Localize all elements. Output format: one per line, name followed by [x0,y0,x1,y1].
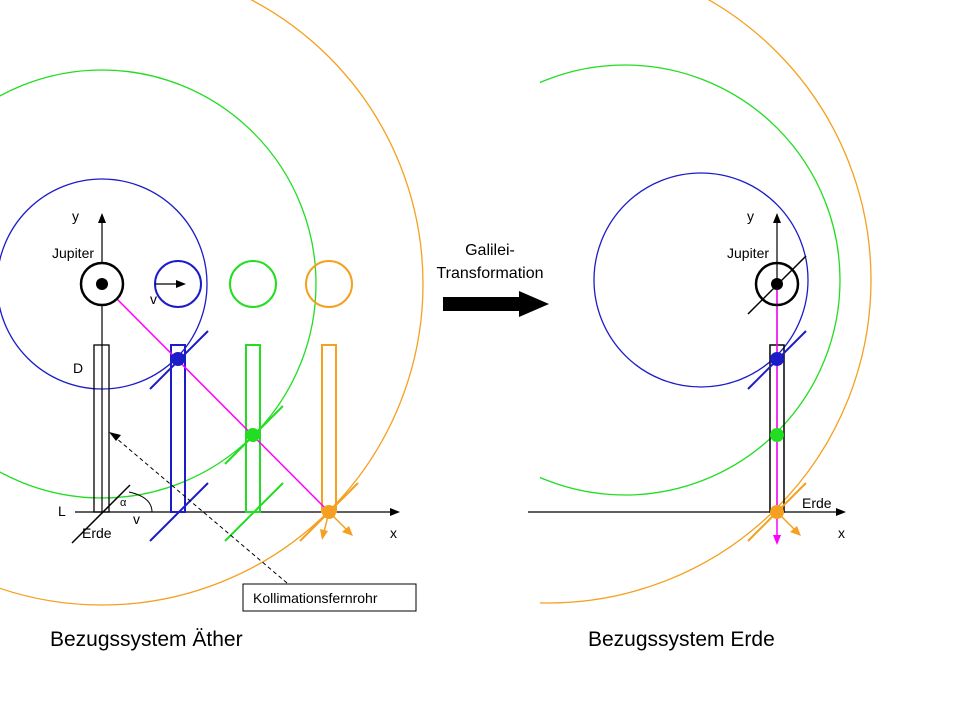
left-angle-arc [128,491,153,513]
right-jupiter-symbol [754,261,800,307]
left-length-label: L [58,503,66,519]
left-x-label: x [390,525,397,541]
left-telescope-orange [321,344,337,513]
right-light-arrowhead [773,535,781,545]
left-reflect-arrowhead-2 [320,529,328,540]
left-velocity-bottom-label: v [133,511,140,527]
transformation-line-1: Galilei- [465,242,515,259]
left-velocity-arrowhead [176,280,186,288]
left-x-axis-arrowhead [390,508,400,516]
left-y-label: y [72,208,79,224]
left-telescope-label: Kollimationsfernrohr [253,590,378,606]
left-mirror-black [71,484,131,544]
right-caption: Bezugssystem Erde [588,628,775,651]
left-moon-orange [305,260,353,308]
left-pointer-line [115,437,288,584]
left-jupiter-core [96,278,108,290]
left-photon-green [246,428,260,442]
right-jupiter-core [771,278,783,290]
left-jupiter-label: Jupiter [52,245,94,261]
left-y-axis-arrowhead [98,213,106,223]
right-reflect-arrowhead [790,526,801,536]
transformation-line-2: Transformation [437,265,544,282]
right-photon-green [770,428,784,442]
left-photon-blue [171,352,185,366]
left-photon-orange [322,505,336,519]
right-panel: y Jupiter Erde x Bezugssystem Erde [528,0,872,651]
right-photon-blue [770,352,784,366]
right-wavefront-orange [540,0,872,604]
left-wavefront-orange [0,0,424,606]
right-y-label: y [747,208,754,224]
right-x-label: x [838,525,845,541]
right-earth-label: Erde [802,495,832,511]
left-telescope-black [93,344,110,513]
left-velocity-label: v [150,291,157,307]
left-earth-label: Erde [82,525,112,541]
right-x-axis-arrowhead [836,508,846,516]
left-alpha-label: α [120,497,127,509]
left-distance-label: D [73,360,83,376]
left-caption: Bezugssystem Äther [50,628,243,651]
right-y-axis-arrowhead [773,213,781,223]
right-wavefronts [540,0,872,604]
right-wavefront-green [540,64,841,496]
left-panel: Kollimationsfernrohr y Jupiter v D L α v… [0,0,424,651]
transformation-arrow-icon [443,291,549,317]
left-light-ray [101,283,330,513]
left-mirror-blue-bottom [149,482,209,542]
left-reflect-arrowhead-1 [342,526,353,536]
left-telescope-label-box [242,583,417,612]
left-mirror-green-bottom [224,482,284,542]
left-moon-green [229,260,277,308]
right-jupiter-label: Jupiter [727,245,769,261]
right-wavefront-blue [593,172,809,388]
left-pointer-arrowhead [109,432,121,441]
right-photon-orange [770,505,784,519]
transformation-block: Galilei- Transformation [437,242,549,317]
